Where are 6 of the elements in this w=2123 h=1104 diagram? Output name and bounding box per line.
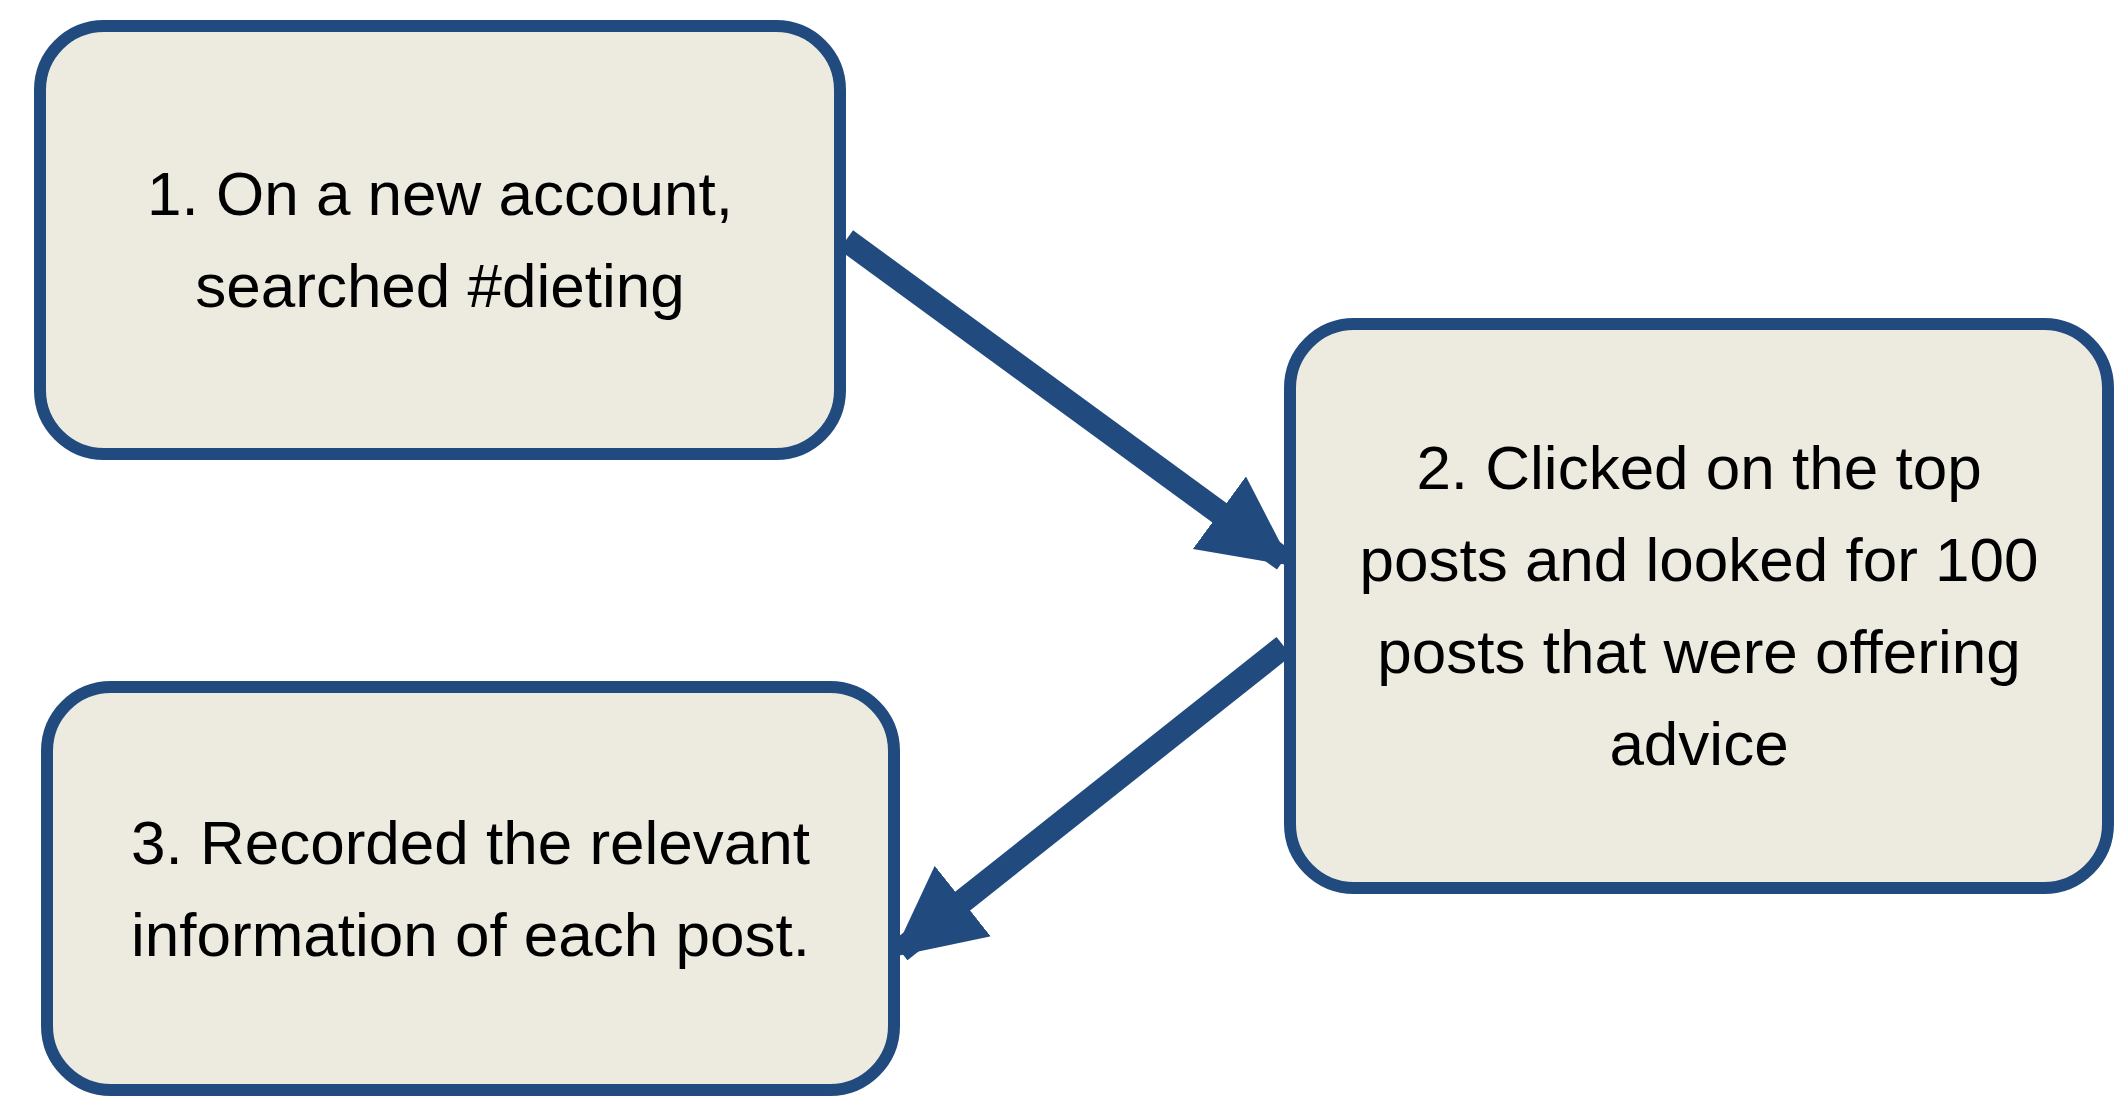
- process-box: [41, 681, 900, 1096]
- process-box: [34, 20, 846, 460]
- process-box: [1284, 318, 2114, 894]
- step-text: 2. Clicked on the top posts and looked for 100 posts that were offering advice: [1358, 432, 2040, 780]
- step-text: 3. Recorded the relevant information of each post.: [130, 806, 811, 971]
- step-text: 1. On a new account, searched #dieting: [146, 158, 734, 322]
